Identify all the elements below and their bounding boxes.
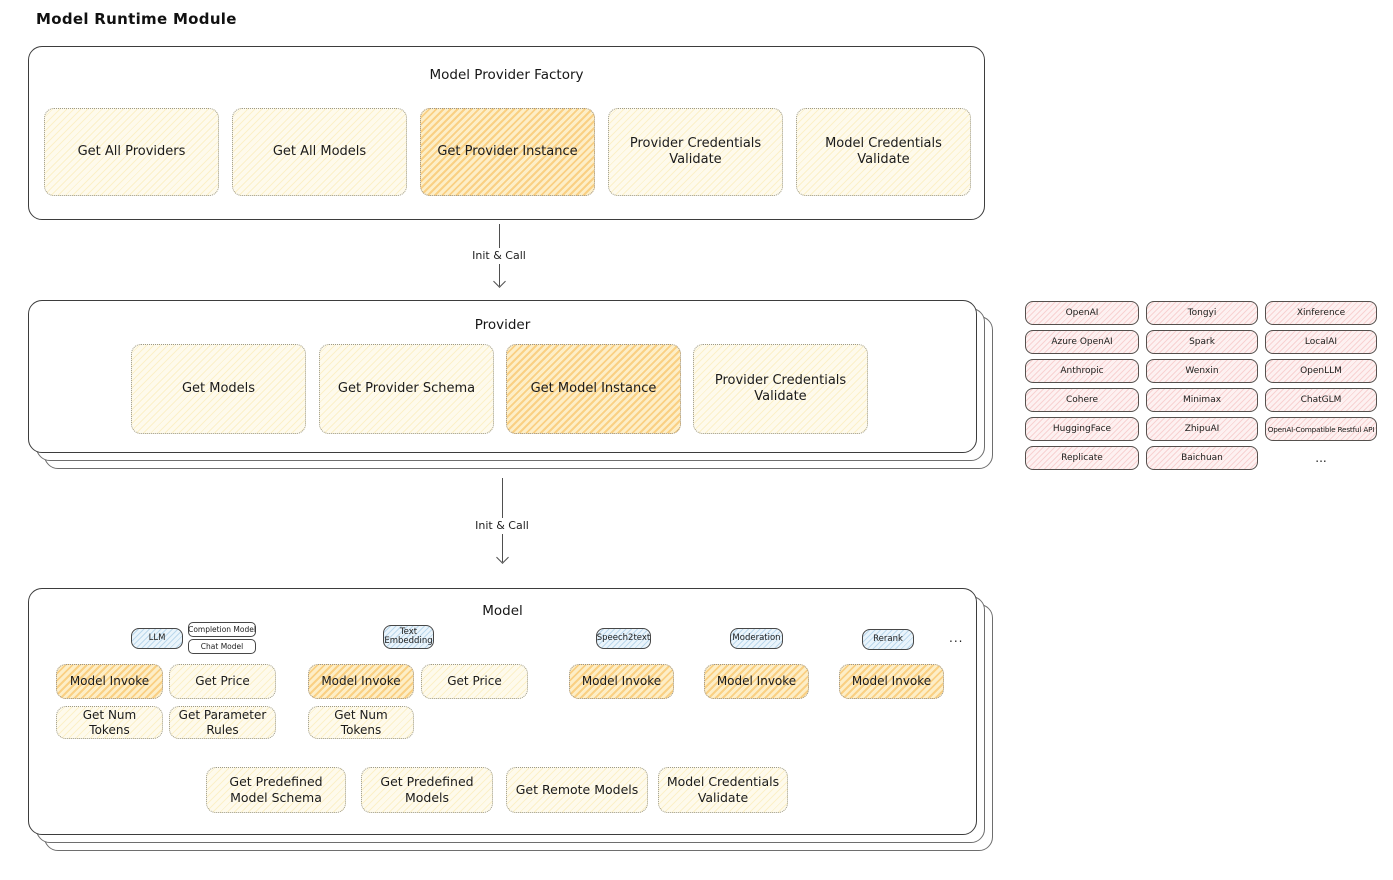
arrow-line — [498, 224, 500, 248]
tag-llm: LLM — [131, 628, 183, 649]
provider-pill-xinference: Xinference — [1265, 301, 1377, 325]
provider-pill-azure-openai: Azure OpenAI — [1025, 330, 1139, 354]
init-call-arrow-1: Init & Call — [459, 224, 539, 288]
provider-pill-zhipuai: ZhipuAI — [1146, 417, 1258, 441]
tag-chat-model: Chat Model — [188, 639, 256, 654]
page-title: Model Runtime Module — [36, 10, 237, 28]
tag-completion-model: Completion Model — [188, 622, 256, 637]
model-panel: Model LLM Completion Model Chat Model Te… — [28, 588, 977, 835]
fn-box-get-predefined-models: Get Predefined Models — [361, 767, 493, 813]
init-call-label-2: Init & Call — [475, 519, 529, 532]
fn-box-provider-credentials-validate: Provider Credentials Validate — [693, 344, 868, 434]
provider-pill-wenxin: Wenxin — [1146, 359, 1258, 383]
model-types-ellipsis: ... — [949, 631, 964, 645]
fn-box-get-provider-instance: Get Provider Instance — [420, 108, 595, 196]
factory-panel-title: Model Provider Factory — [429, 67, 584, 83]
provider-pill-huggingface: HuggingFace — [1025, 417, 1139, 441]
providers-grid: OpenAI Tongyi Xinference Azure OpenAI Sp… — [1025, 301, 1378, 470]
provider-pill-replicate: Replicate — [1025, 446, 1139, 470]
provider-panel: Provider Get Models Get Provider Schema … — [28, 300, 977, 453]
fn-box-model-invoke-moderation: Model Invoke — [704, 664, 809, 699]
provider-pill-openllm: OpenLLM — [1265, 359, 1377, 383]
provider-pill-tongyi: Tongyi — [1146, 301, 1258, 325]
provider-pill-anthropic: Anthropic — [1025, 359, 1139, 383]
fn-box-get-all-providers: Get All Providers — [44, 108, 219, 196]
fn-box-get-num-tokens-llm: Get Num Tokens — [56, 706, 163, 739]
arrow-head-icon — [492, 275, 506, 288]
provider-pill-baichuan: Baichuan — [1146, 446, 1258, 470]
fn-box-get-price-embedding: Get Price — [421, 664, 528, 699]
tag-speech2text: Speech2text — [596, 628, 651, 649]
arrow-line — [498, 264, 500, 286]
provider-pill-localai: LocalAI — [1265, 330, 1377, 354]
fn-box-model-invoke-embedding: Model Invoke — [308, 664, 414, 699]
fn-box-get-parameter-rules: Get Parameter Rules — [169, 706, 276, 739]
fn-box-get-price-llm: Get Price — [169, 664, 276, 699]
fn-box-get-all-models: Get All Models — [232, 108, 407, 196]
fn-box-model-invoke-llm: Model Invoke — [56, 664, 163, 699]
provider-pill-chatglm: ChatGLM — [1265, 388, 1377, 412]
arrow-line — [501, 534, 503, 562]
tag-text-embedding: Text Embedding — [383, 625, 434, 649]
model-panel-title: Model — [482, 603, 523, 619]
fn-box-get-provider-schema: Get Provider Schema — [319, 344, 494, 434]
provider-pill-openai-compatible-restful-api: OpenAI-Compatible Restful API — [1265, 417, 1377, 441]
provider-pill-openai: OpenAI — [1025, 301, 1139, 325]
init-call-label-1: Init & Call — [472, 249, 526, 262]
fn-box-get-num-tokens-embedding: Get Num Tokens — [308, 706, 414, 739]
provider-pill-minimax: Minimax — [1146, 388, 1258, 412]
fn-box-model-credentials-validate: Model Credentials Validate — [658, 767, 788, 813]
provider-panel-title: Provider — [474, 317, 531, 333]
fn-box-get-predefined-model-schema: Get Predefined Model Schema — [206, 767, 346, 813]
tag-moderation: Moderation — [730, 628, 783, 649]
provider-pill-cohere: Cohere — [1025, 388, 1139, 412]
init-call-arrow-2: Init & Call — [462, 478, 542, 564]
providers-more-ellipsis: ... — [1315, 451, 1327, 465]
arrow-head-icon — [495, 551, 509, 564]
fn-box-get-models: Get Models — [131, 344, 306, 434]
fn-box-model-invoke-speech2text: Model Invoke — [569, 664, 674, 699]
provider-pill-spark: Spark — [1146, 330, 1258, 354]
arrow-line — [501, 478, 503, 518]
fn-box-provider-credentials-validate-factory: Provider Credentials Validate — [608, 108, 783, 196]
factory-panel: Model Provider Factory Get All Providers… — [28, 46, 985, 220]
fn-box-model-credentials-validate-factory: Model Credentials Validate — [796, 108, 971, 196]
tag-rerank: Rerank — [862, 629, 914, 650]
fn-box-get-remote-models: Get Remote Models — [506, 767, 648, 813]
fn-box-get-model-instance: Get Model Instance — [506, 344, 681, 434]
fn-box-model-invoke-rerank: Model Invoke — [839, 664, 944, 699]
